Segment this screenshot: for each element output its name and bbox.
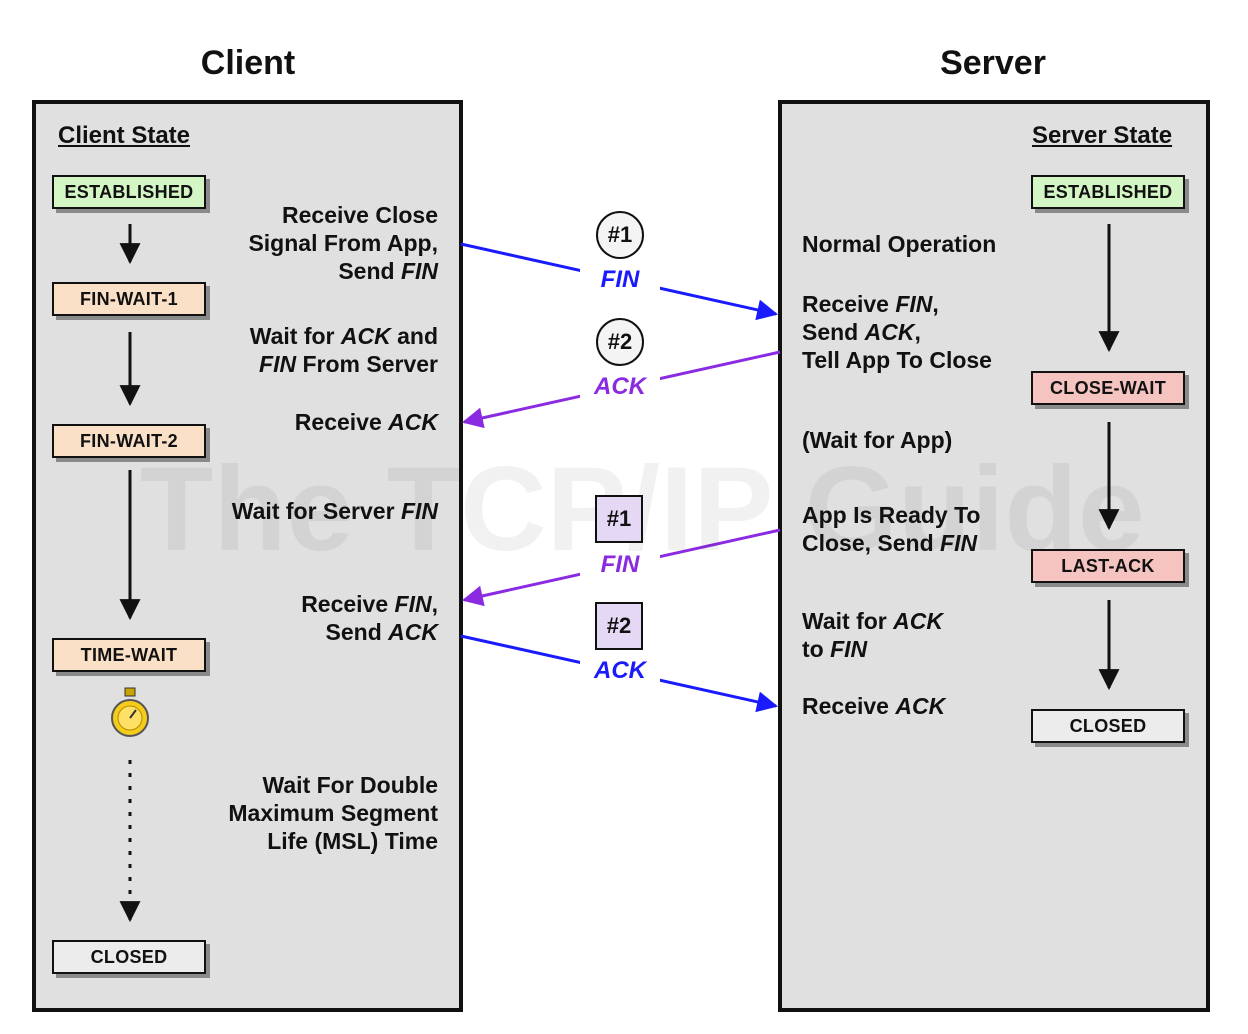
message-2-number: #2 bbox=[596, 318, 644, 366]
message-3-label: FIN bbox=[580, 551, 660, 579]
message-1-number: #1 bbox=[596, 211, 644, 259]
message-1-label: FIN bbox=[580, 266, 660, 294]
client-desc-receive-fin-send-ack: Receive FIN, Send ACK bbox=[301, 591, 438, 645]
server-desc-app-ready: App Is Ready To Close, Send FIN bbox=[802, 502, 981, 556]
stopwatch-icon bbox=[111, 687, 149, 737]
server-desc-normal-operation: Normal Operation bbox=[802, 231, 997, 257]
server-state-closed: CLOSED bbox=[1031, 709, 1185, 743]
server-state-established: ESTABLISHED bbox=[1031, 175, 1185, 209]
server-state-heading: Server State bbox=[1032, 122, 1173, 149]
server-state-last-ack: LAST-ACK bbox=[1031, 549, 1185, 583]
server-desc-wait-ack: Wait for ACK to FIN bbox=[802, 608, 943, 662]
client-desc-receive-ack: Receive ACK bbox=[294, 409, 438, 435]
client-state-established: ESTABLISHED bbox=[52, 175, 206, 209]
message-2-label: ACK bbox=[580, 373, 660, 401]
server-desc-receive-fin: Receive FIN, Send ACK, Tell App To Close bbox=[802, 291, 992, 373]
server-title: Server bbox=[940, 44, 1046, 82]
client-state-time-wait: TIME-WAIT bbox=[52, 638, 206, 672]
client-desc-wait-msl: Wait For Double Maximum Segment Life (MS… bbox=[228, 772, 438, 854]
client-state-fin-wait-1: FIN-WAIT-1 bbox=[52, 282, 206, 316]
message-3-number: #1 bbox=[595, 495, 643, 543]
server-desc-wait-for-app: (Wait for App) bbox=[802, 427, 953, 453]
message-4-number: #2 bbox=[595, 602, 643, 650]
message-4-label: ACK bbox=[580, 657, 660, 685]
client-state-heading: Client State bbox=[58, 122, 191, 149]
server-state-close-wait: CLOSE-WAIT bbox=[1031, 371, 1185, 405]
client-desc-receive-close: Receive Close Signal From App, Send FIN bbox=[248, 202, 438, 284]
client-title: Client bbox=[200, 44, 296, 82]
client-state-fin-wait-2: FIN-WAIT-2 bbox=[52, 424, 206, 458]
client-desc-wait-server-fin: Wait for Server FIN bbox=[231, 498, 438, 524]
server-desc-receive-ack: Receive ACK bbox=[802, 693, 946, 719]
client-desc-wait-ack-fin: Wait for ACK and FIN From Server bbox=[249, 323, 438, 377]
client-state-closed: CLOSED bbox=[52, 940, 206, 974]
client-panel bbox=[34, 102, 461, 1010]
